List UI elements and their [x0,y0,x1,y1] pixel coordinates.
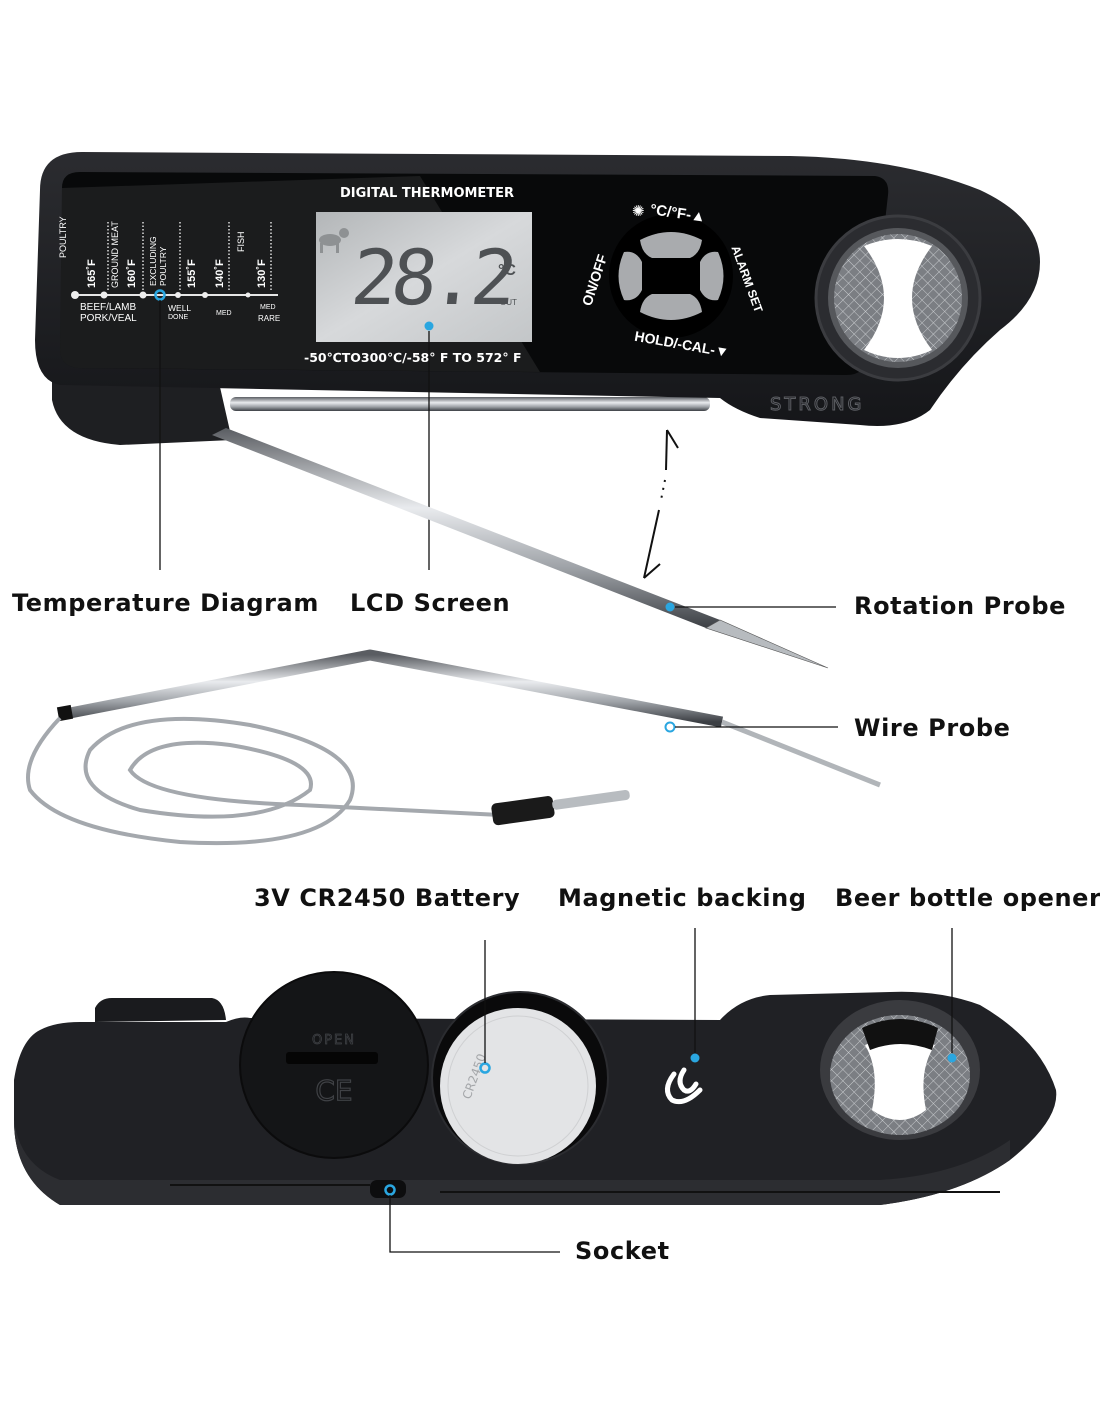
temp-label: 165˚F [86,259,98,288]
callout-rotation-probe: Rotation Probe [854,592,1067,620]
button-left[interactable] [618,251,643,301]
backlight-icon: ✺ [632,203,645,220]
temp-label: BEEF/LAMB [80,302,137,313]
audio-plug [552,789,630,810]
battery-cap-label: OPEN [312,1033,356,1048]
temp-label: DONE [168,314,189,321]
socket-port[interactable] [370,1180,406,1198]
magnet-icon [665,1067,703,1105]
marker-wire-probe [664,721,676,733]
battery-cap[interactable] [239,971,429,1159]
dpad [609,214,733,338]
temp-label: EXCLUDING POULTRY [148,236,168,286]
thermometer-front: STRONG [35,152,1040,445]
marker-rotation-probe [665,602,675,612]
brand-logo: STRONG [770,394,865,415]
marker-battery [479,1062,491,1074]
button-up[interactable] [640,232,702,258]
temp-label: GROUND MEAT [110,221,120,288]
temp-diagram-dots [71,291,251,299]
ce-mark: CE [315,1074,352,1107]
callout-socket: Socket [575,1237,670,1265]
temp-label: MED [216,310,232,317]
lcd-screen [316,212,532,342]
battery-rim [447,1015,589,1157]
callout-magnetic-backing: Magnetic backing [558,884,807,912]
marker-lcd [424,321,434,331]
temp-label: FISH [236,231,246,252]
callout-wire-probe: Wire Probe [854,714,1011,742]
probe-cable [26,716,501,846]
rotation-probe [212,428,829,669]
opener-hole [864,239,932,358]
temp-label: WELL [168,303,192,313]
callout-bottle-opener: Beer bottle opener [835,884,1100,912]
leader-socket [389,1195,560,1253]
rear-opener-hole [865,1037,935,1120]
back-body-side [14,1120,1010,1205]
temp-diagram-dividers [107,222,272,290]
thermometer-back: OPEN CE CR2450 [14,971,1057,1205]
button-down[interactable] [640,294,702,320]
temp-label: POULTRY [58,216,68,258]
audio-jack [491,796,555,826]
device-title: DIGITAL THERMOMETER [340,186,515,201]
lcd-reading: 28.2 [347,233,516,322]
range-text: -50℃TO300℃/-58° F TO 572° F [304,350,522,365]
battery-cell [440,1008,596,1164]
lcd-unit: °C [498,262,516,279]
button-right[interactable] [700,251,724,301]
temp-label: MED [260,304,276,311]
lcd-mode: OUT [500,298,517,307]
temp-label: RARE [258,314,281,323]
callout-temperature-diagram: Temperature Diagram [12,589,319,617]
back-tab [95,998,226,1022]
marker-socket [384,1184,396,1196]
marker-opener [947,1053,957,1063]
temp-label: PORK/VEAL [80,313,137,324]
marker-magnet [690,1053,700,1063]
cow-icon [319,228,349,253]
callout-battery: 3V CR2450 Battery [254,884,521,912]
wire-probe [26,649,881,846]
folded-probe [230,397,710,411]
callout-lcd-screen: LCD Screen [350,589,511,617]
temp-label: 130˚F [256,259,268,288]
marker-temp-diagram [154,289,166,301]
temp-label: 140˚F [214,259,226,288]
temp-label: 160˚F [126,259,138,288]
rotation-arrow-icon [643,429,679,579]
battery-cap-slot [286,1052,378,1064]
rear-opener-inner [862,1019,938,1050]
temp-label: 155˚F [186,259,198,288]
